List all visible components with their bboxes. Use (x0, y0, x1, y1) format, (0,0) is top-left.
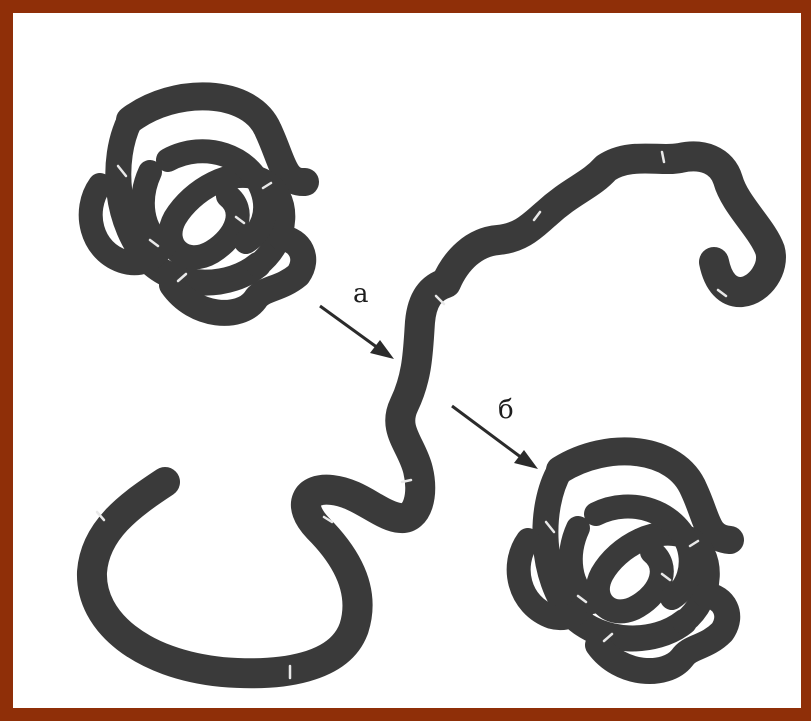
arrow-b (452, 406, 538, 469)
folded-protein-bottom (519, 451, 730, 671)
arrow-a-label: а (353, 279, 369, 309)
arrow-b-label: б (498, 395, 514, 425)
folded-protein-top (91, 96, 305, 313)
arrow-a (320, 306, 394, 359)
